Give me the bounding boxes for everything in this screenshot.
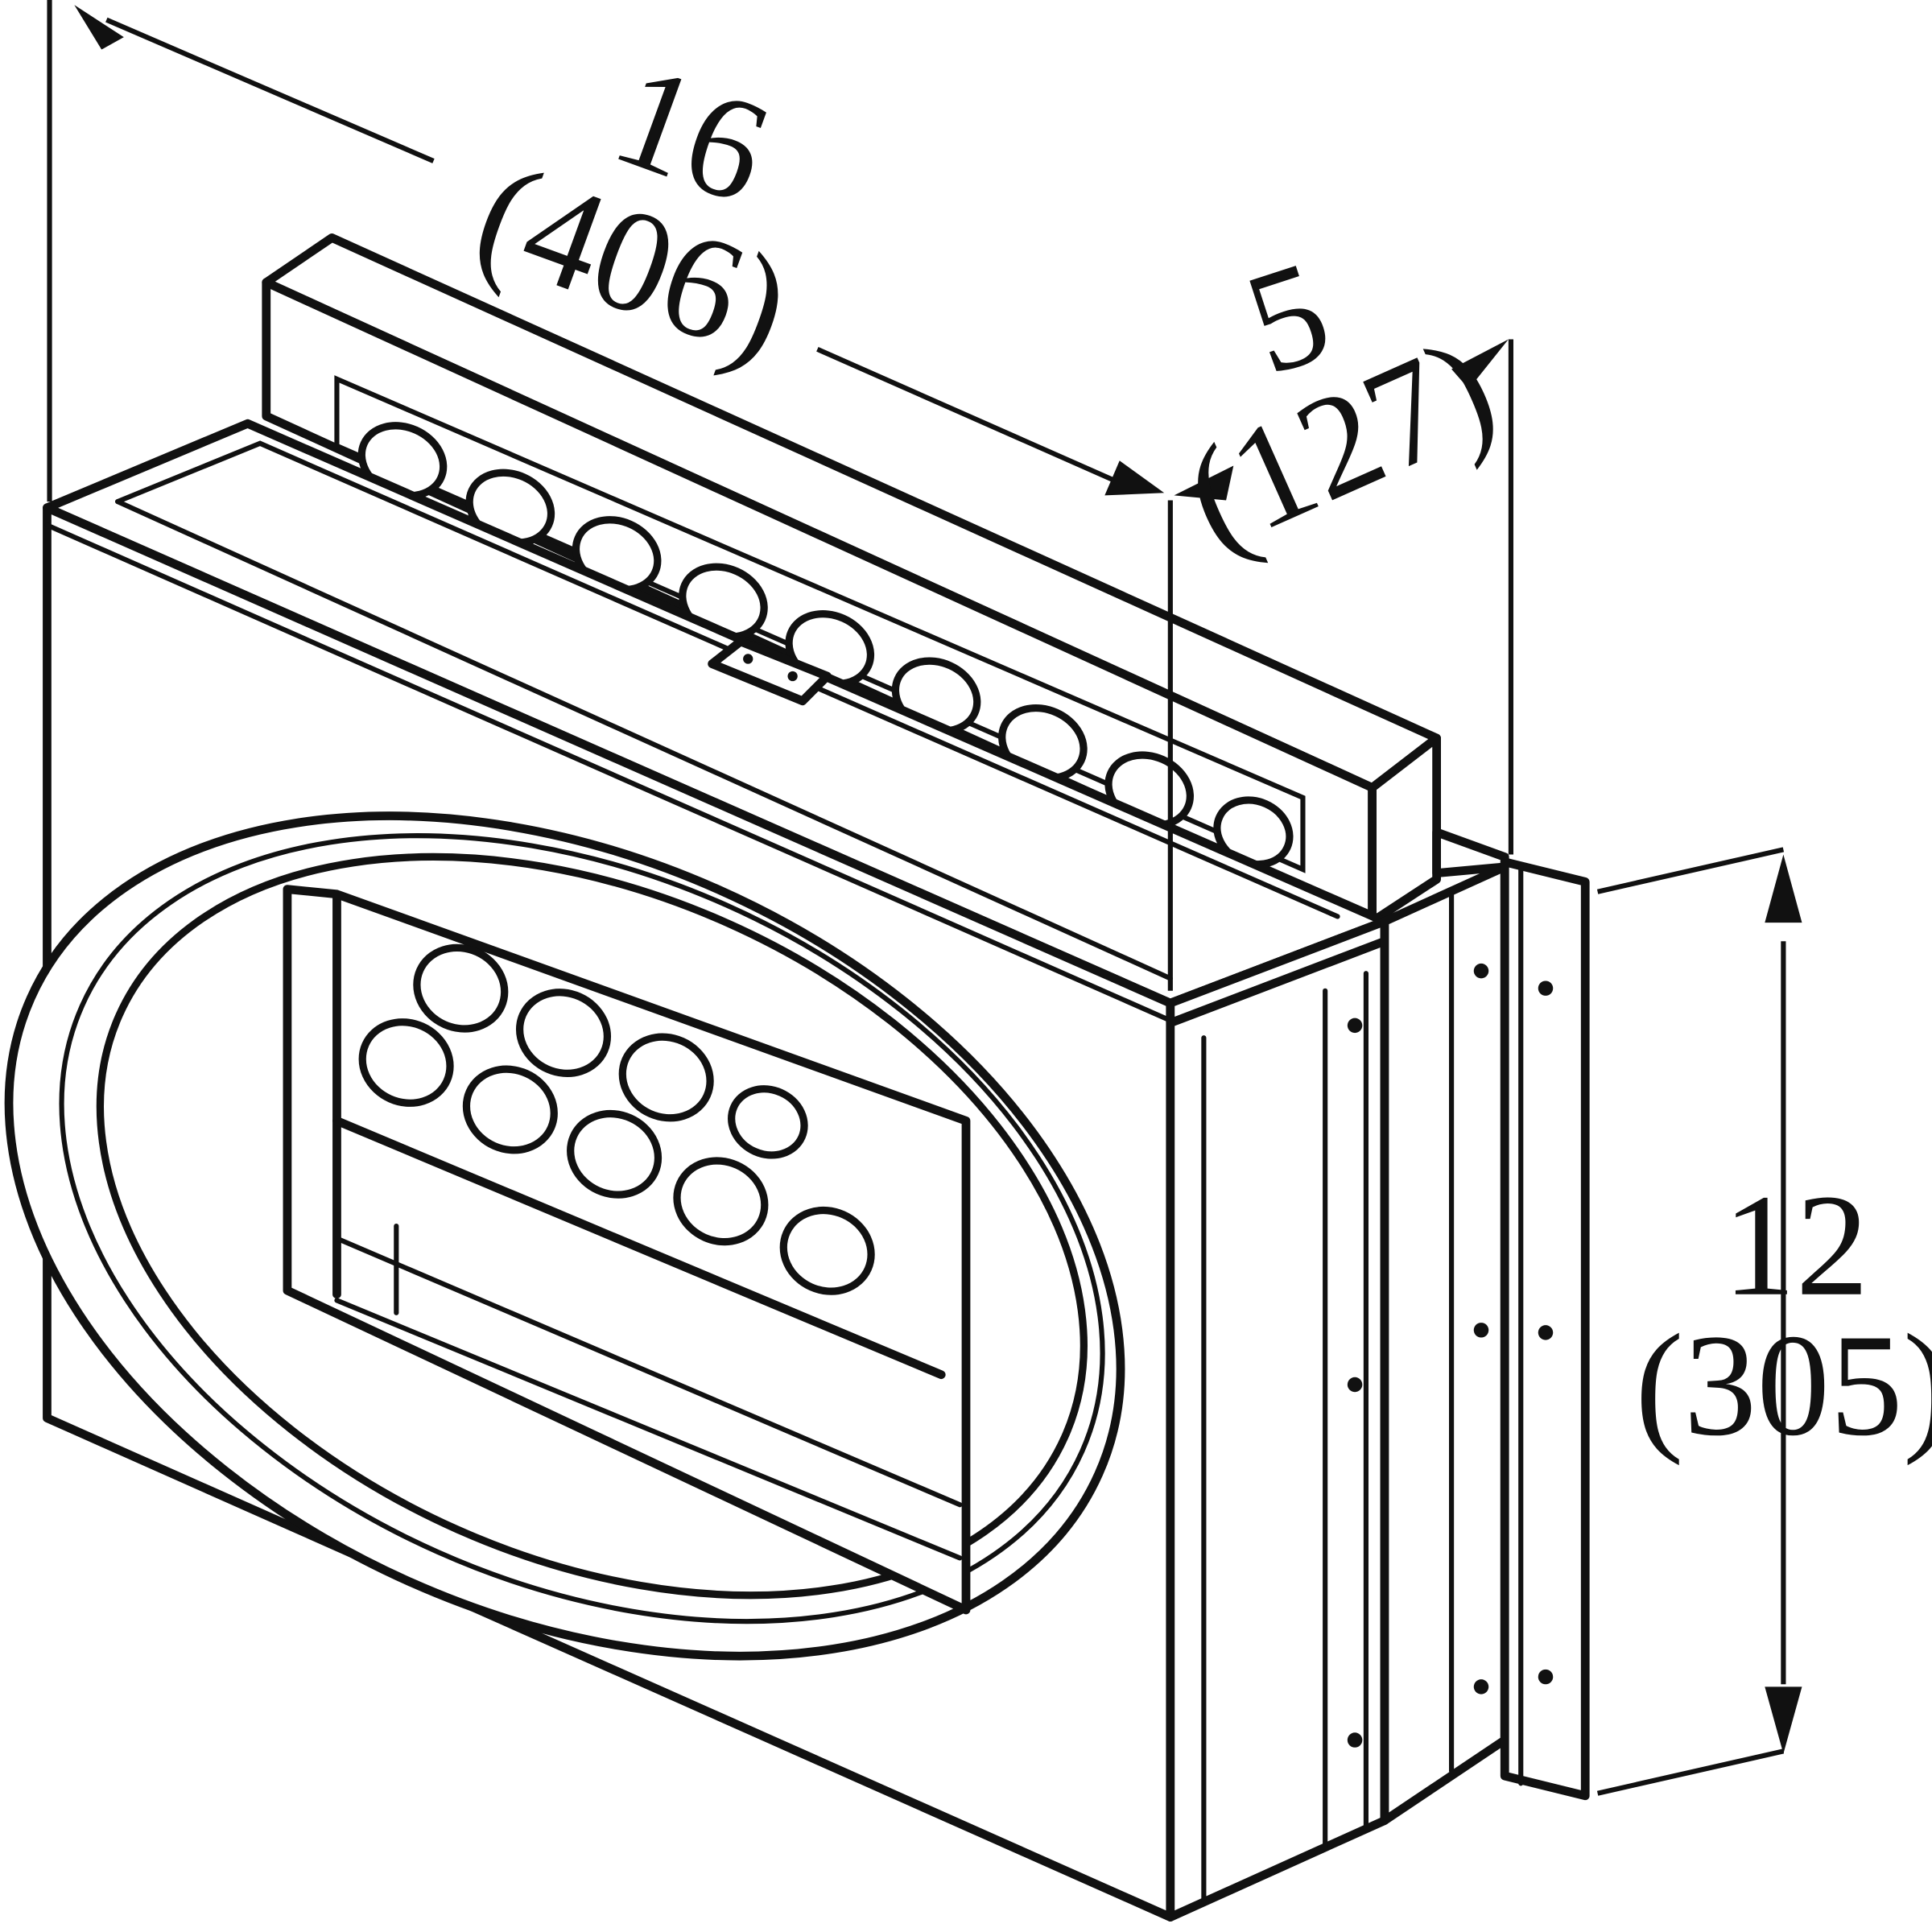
- side-flange: [1166, 828, 1590, 1922]
- internal-grille: [283, 885, 971, 1615]
- dimension-length: [47, 0, 1165, 502]
- depth-mm-label: (127): [1162, 305, 1517, 582]
- height-inch-label: 12: [1723, 1165, 1869, 1327]
- dimension-depth: [1167, 339, 1513, 991]
- dimension-height: [1596, 847, 1802, 1796]
- height-mm-label: (305): [1635, 1305, 1932, 1467]
